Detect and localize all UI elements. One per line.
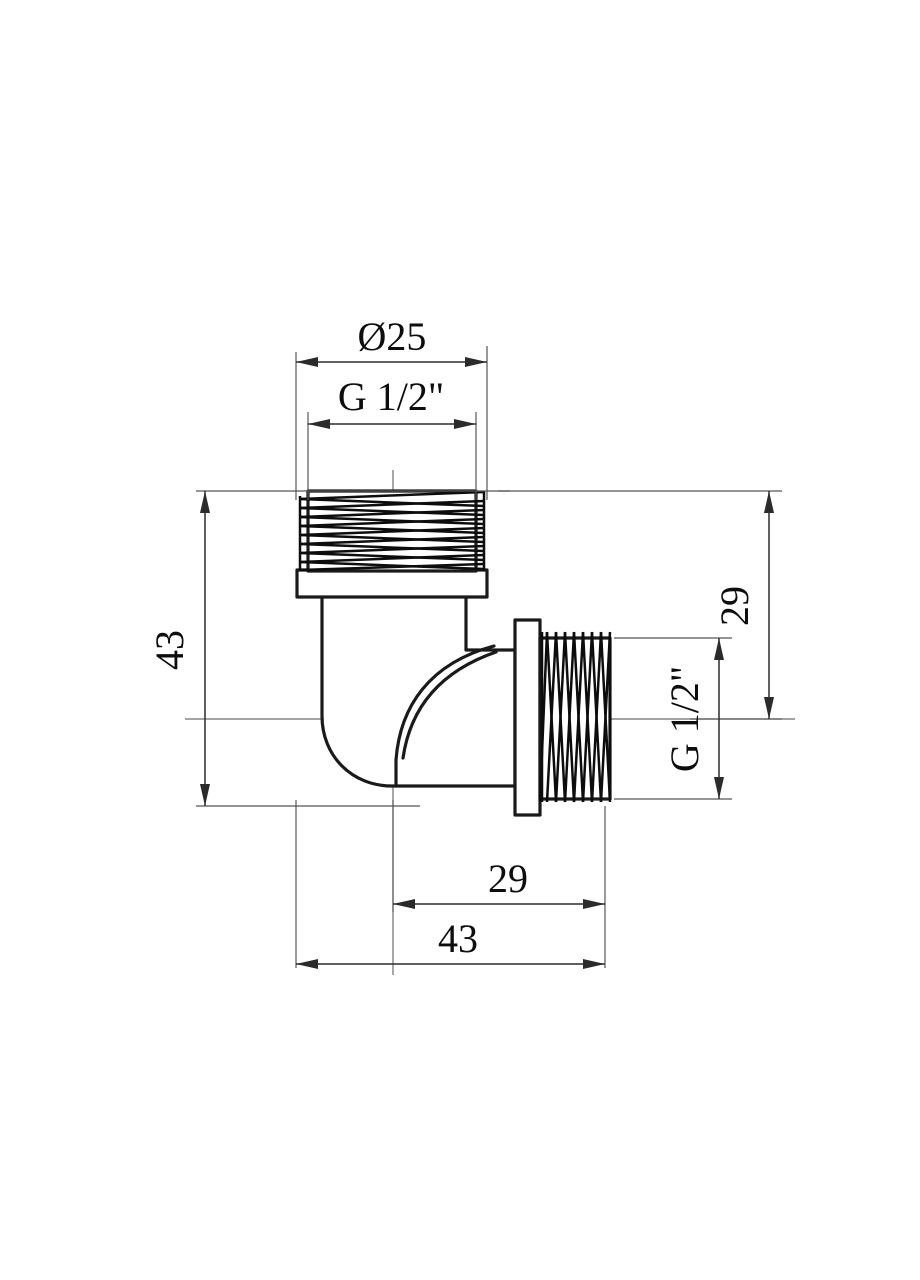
arrowhead-axis-length-right bbox=[583, 899, 605, 909]
arrowhead-axis-height-bottom bbox=[764, 697, 774, 719]
dimension-axis-length: 29 bbox=[393, 856, 605, 909]
arrowhead-top-thread-right bbox=[454, 419, 476, 429]
side-flange-collar bbox=[513, 618, 542, 817]
dimension-side-thread: G 1/2" bbox=[662, 638, 724, 799]
dim-label-overall-height: 43 bbox=[147, 630, 192, 670]
dim-label-axis-length: 29 bbox=[488, 856, 528, 901]
arrowhead-axis-height-top bbox=[764, 491, 774, 513]
arrowhead-side-thread-top bbox=[714, 638, 724, 660]
arrowhead-overall-length-right bbox=[583, 959, 605, 969]
dim-label-axis-height: 29 bbox=[712, 586, 757, 626]
arrowhead-od-left bbox=[296, 357, 318, 367]
dim-label-top-thread: G 1/2" bbox=[338, 374, 444, 419]
arrowhead-height-top bbox=[200, 491, 210, 513]
arrowhead-side-thread-bottom bbox=[714, 777, 724, 799]
arrowhead-overall-length-left bbox=[296, 959, 318, 969]
dimension-outer-diameter: Ø25 bbox=[296, 314, 487, 367]
upper-flange-collar bbox=[295, 568, 489, 599]
dimension-overall-height: 43 bbox=[147, 491, 210, 806]
extension-lines bbox=[196, 346, 782, 968]
part-geometry bbox=[295, 489, 612, 817]
upper-thread-profile bbox=[299, 490, 485, 572]
arrowhead-top-thread-left bbox=[308, 419, 330, 429]
dimension-axis-height: 29 bbox=[712, 491, 774, 719]
arrowhead-height-bottom bbox=[200, 784, 210, 806]
dimension-overall-length: 43 bbox=[296, 916, 605, 969]
arrowhead-od-right bbox=[465, 357, 487, 367]
dimension-top-thread: G 1/2" bbox=[308, 374, 476, 429]
dim-label-side-thread: G 1/2" bbox=[662, 666, 707, 772]
bend-inner-fillet-arc bbox=[394, 644, 496, 762]
arrowhead-axis-length-left bbox=[393, 899, 415, 909]
dim-label-outer-diameter: Ø25 bbox=[358, 314, 427, 359]
bend-inner-fillet-arc-secondary bbox=[401, 650, 498, 760]
dim-label-overall-length: 43 bbox=[438, 916, 478, 961]
